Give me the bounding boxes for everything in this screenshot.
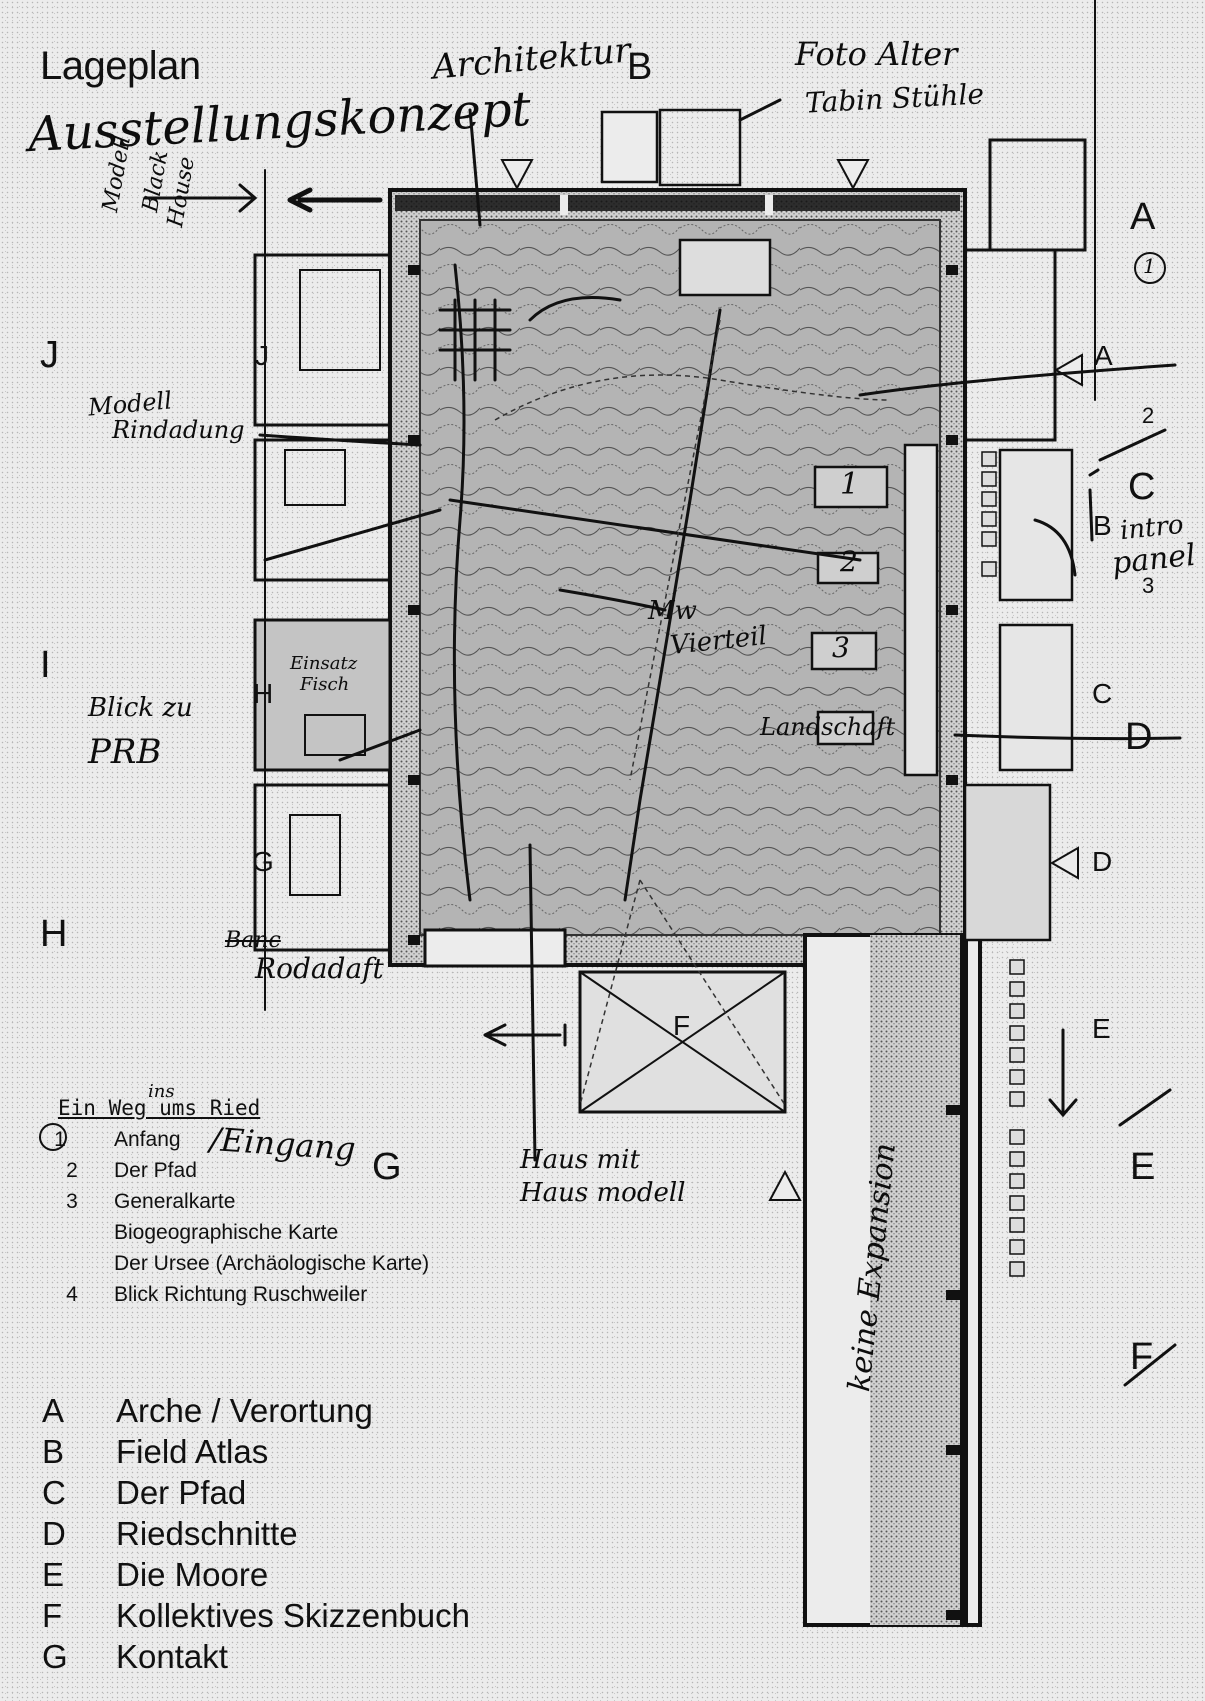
note-ins: ins	[148, 1081, 175, 1102]
route-list: 1 Anfang 2 Der Pfad 3 Generalkarte Biogeogr…	[40, 1128, 429, 1314]
note-blick-2: PRB	[88, 732, 162, 772]
route-item: 1 Anfang	[40, 1128, 429, 1159]
page-title: Lageplan	[40, 44, 201, 88]
room-3-label: 3	[832, 631, 850, 664]
top-objects	[600, 108, 772, 297]
marker-a-small: A	[1094, 340, 1113, 371]
route-label: Anfang	[114, 1128, 181, 1151]
legend-name: Arche / Verortung	[116, 1392, 373, 1429]
route-item: 4 Blick Richtung Ruschweiler	[40, 1283, 429, 1314]
route-item: Biogeographische Karte	[40, 1221, 429, 1252]
legend-key: G	[42, 1638, 68, 1675]
marker-one: 1	[1143, 254, 1156, 278]
note-haus-2: Haus modell	[520, 1178, 686, 1208]
route-title: Ein Weg ums Ried	[58, 1096, 261, 1120]
legend-key: B	[42, 1433, 65, 1470]
marker-b-small: B	[1093, 510, 1112, 541]
legend-key: A	[42, 1392, 65, 1429]
marker-c-small: C	[1092, 678, 1113, 709]
sketch-lines	[143, 0, 1182, 1387]
interior-blocks	[810, 443, 939, 777]
legend-key: D	[42, 1515, 66, 1552]
right-panels	[963, 138, 1087, 942]
route-label: Blick Richtung Ruschweiler	[114, 1283, 368, 1306]
legend-name: Der Pfad	[116, 1474, 247, 1511]
route-label: Der Pfad	[114, 1159, 197, 1182]
room-f	[578, 970, 787, 1114]
marker-e-struck: E	[1130, 1146, 1156, 1188]
route-item: 3 Generalkarte	[40, 1190, 429, 1221]
legend-name: Die Moore	[116, 1556, 269, 1593]
route-num: 3	[66, 1190, 78, 1213]
dashed-lines	[494, 319, 891, 1106]
note-photo-1: Foto Alter	[795, 35, 958, 73]
marker-2: 2	[1142, 403, 1155, 428]
marker-3: 3	[1142, 573, 1155, 598]
marker-i-big: I	[40, 644, 51, 686]
note-bottom-left: Rodadaft	[255, 952, 384, 985]
route-label: Der Ursee (Archäologische Karte)	[114, 1252, 430, 1275]
room-2-label: 2	[840, 545, 858, 578]
legend-name: Kontakt	[116, 1638, 228, 1675]
legend-name: Field Atlas	[116, 1433, 269, 1470]
legend-name: Kollektives Skizzenbuch	[116, 1597, 471, 1634]
marker-h-big: H	[40, 913, 68, 955]
route-item: Der Ursee (Archäologische Karte)	[40, 1252, 429, 1283]
marker-g-big: G	[372, 1146, 402, 1188]
note-rinde-2: Rindadung	[112, 416, 245, 444]
marker-a-big: A	[1130, 196, 1156, 238]
route-num: 4	[66, 1283, 78, 1306]
note-landschaft: Landschaft	[760, 713, 896, 741]
marker-d-small: D	[1092, 846, 1113, 877]
room-f-label: F	[673, 1010, 691, 1041]
left-rooms	[253, 253, 392, 952]
marker-c-big: C	[1128, 466, 1156, 508]
note-rinde-1: Modell	[86, 386, 174, 422]
intro-panel-boxes	[981, 451, 997, 577]
marker-e-small: E	[1092, 1013, 1111, 1044]
route-item: 2 Der Pfad	[40, 1159, 429, 1190]
lower-bay	[423, 928, 567, 968]
marker-g-small: G	[252, 846, 274, 877]
marker-j-big: J	[40, 334, 59, 376]
circle-marker-legend	[39, 1123, 67, 1151]
legend-key: E	[42, 1556, 65, 1593]
legend-key: F	[42, 1597, 63, 1634]
marker-f-struck: F	[1130, 1336, 1154, 1378]
route-num: 2	[66, 1159, 78, 1182]
circle-marker	[1134, 252, 1166, 284]
note-blick-1: Blick zu	[88, 693, 193, 723]
wall-pillars	[408, 265, 960, 1620]
marker-b-big: B	[627, 46, 653, 88]
marker-j-small: J	[255, 340, 269, 371]
note-einsatz-1: Einsatz	[290, 653, 358, 674]
legend-key: C	[42, 1474, 66, 1511]
entrance-markers	[500, 159, 1083, 1201]
marker-h-small: H	[253, 678, 274, 709]
route-label: Generalkarte	[114, 1190, 236, 1213]
legend-name: Riedschnitte	[116, 1515, 298, 1552]
note-einsatz-2: Fisch	[300, 674, 350, 695]
note-struck: Banc	[225, 928, 281, 953]
note-haus-1: Haus mit	[520, 1145, 640, 1175]
corridor-boxes	[1009, 959, 1025, 1277]
route-num: 1	[54, 1128, 66, 1151]
corridor	[803, 933, 982, 1627]
note-center-1: Mw	[648, 596, 697, 626]
room-1-label: 1	[840, 467, 860, 502]
route-label: Biogeographische Karte	[114, 1221, 339, 1244]
marker-d-big: D	[1125, 716, 1153, 758]
